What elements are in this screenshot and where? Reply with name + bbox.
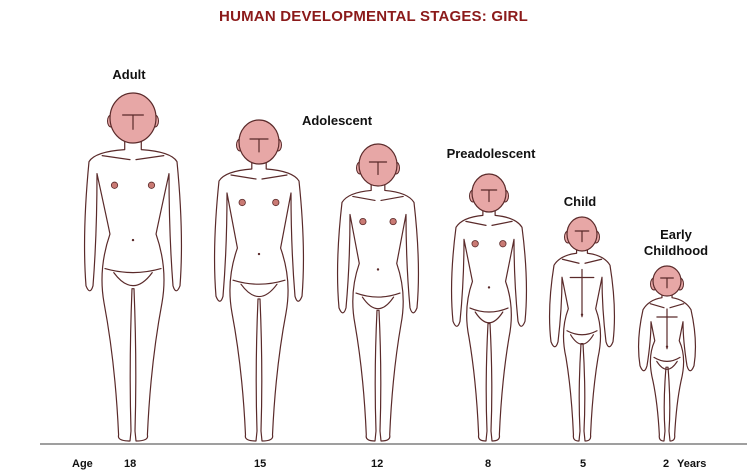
figure-early-childhood (639, 266, 696, 441)
collarbone-line (562, 259, 601, 263)
chest-mark (500, 241, 506, 247)
navel-dot (377, 268, 379, 270)
chest-mark (472, 241, 478, 247)
collarbone-line (353, 196, 403, 200)
figure-child-8 (452, 174, 527, 441)
chest-mark (273, 199, 279, 205)
chest-mark (239, 199, 245, 205)
chest-mark (148, 182, 154, 188)
navel-dot (581, 314, 583, 316)
age-axis-label: Age (72, 458, 93, 470)
age-value-adult: 18 (124, 458, 136, 470)
age-value-early-childhood: 5 (580, 458, 586, 470)
figure-adult (85, 93, 182, 441)
age-unit-label: Years (677, 458, 706, 470)
collarbone-line (102, 156, 164, 160)
body-outline (215, 162, 304, 441)
chest-mark (360, 218, 366, 224)
age-value-toddler: 2 (663, 458, 669, 470)
pelvis-line (233, 280, 285, 296)
figure-preadolescent (338, 144, 419, 441)
figure-child-5 (550, 217, 615, 441)
pelvis-line (105, 269, 161, 286)
age-value-child: 8 (485, 458, 491, 470)
navel-dot (488, 286, 490, 288)
body-outline (85, 141, 182, 441)
collarbone-line (466, 221, 512, 225)
age-value-preadolescent: 12 (371, 458, 383, 470)
chest-mark (390, 218, 396, 224)
chest-mark (111, 182, 117, 188)
body-outline (452, 210, 527, 441)
pelvis-line (356, 293, 400, 309)
body-outline (338, 184, 419, 441)
collarbone-line (231, 175, 287, 179)
age-value-adolescent: 15 (254, 458, 266, 470)
collarbone-line (650, 304, 684, 308)
pelvis-line (567, 331, 597, 344)
navel-dot (132, 239, 134, 241)
navel-dot (666, 346, 668, 348)
navel-dot (258, 253, 260, 255)
figure-adolescent (215, 120, 304, 441)
pelvis-line (470, 308, 508, 323)
